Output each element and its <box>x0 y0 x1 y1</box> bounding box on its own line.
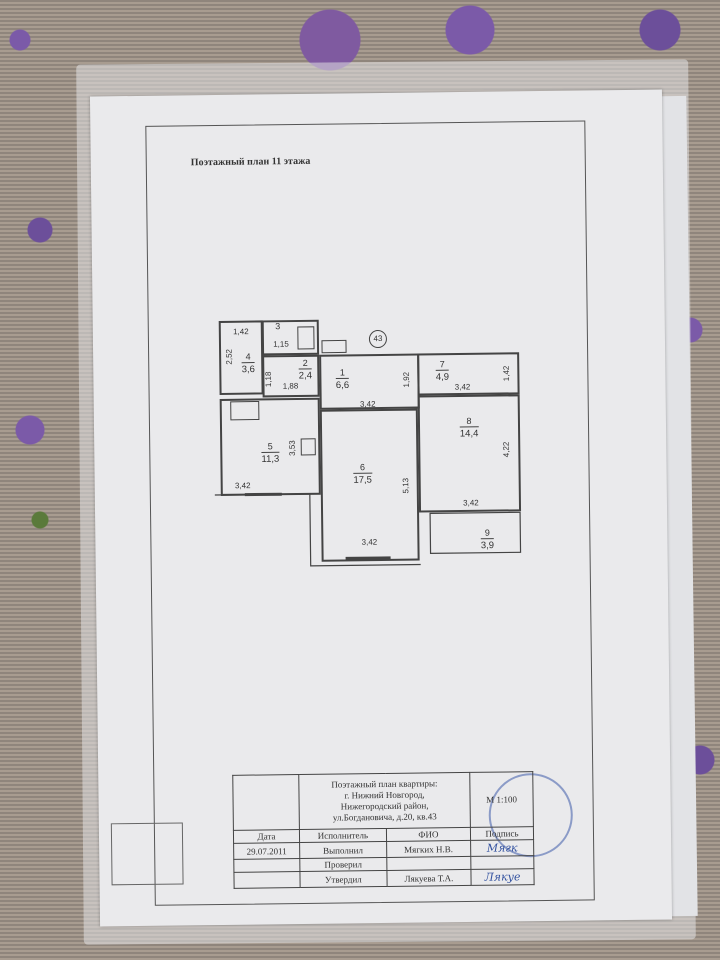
room-8-walls <box>417 394 522 513</box>
row-date <box>233 871 301 889</box>
emblem-logo <box>110 822 184 886</box>
dimension: 1,92 <box>401 371 412 388</box>
room-1-number: 1 <box>339 367 345 378</box>
room-3-area: 1,15 <box>273 339 289 349</box>
dimension: 5,13 <box>401 477 411 494</box>
floor-plan-sheet: Поэтажный план 11 этажа 43 1 6,6 2 2,4 3… <box>89 89 673 927</box>
room-2-walls <box>262 354 320 398</box>
dimension: 3,42 <box>359 399 376 409</box>
room-1-area: 6,6 <box>335 377 350 392</box>
dimension: 2,52 <box>224 349 234 365</box>
header-signature: Подпись <box>470 826 534 841</box>
room-9-number: 9 <box>484 527 490 538</box>
header-date: Дата <box>233 829 300 844</box>
row-role: Утвердил <box>299 870 387 888</box>
title-block-heading: Поэтажный план квартиры: г. Нижний Новго… <box>298 772 471 830</box>
floor-plan-drawing <box>214 319 522 567</box>
dimension: 1,88 <box>282 381 299 391</box>
row-name <box>386 856 471 871</box>
room-8-area: 14,4 <box>459 426 479 440</box>
row-role: Выполнил <box>299 841 387 859</box>
row-signature: Лякуе <box>470 868 535 886</box>
header-name: ФИО <box>386 827 471 842</box>
title-block: Поэтажный план квартиры: г. Нижний Новго… <box>232 771 535 889</box>
dimension: 1,42 <box>501 365 511 382</box>
room-6-number: 6 <box>359 462 366 473</box>
room-3-walls <box>261 319 320 356</box>
room-8-number: 8 <box>466 415 472 426</box>
dimension: 3,42 <box>454 382 471 392</box>
dimension: 4,22 <box>501 441 511 458</box>
dimension: 3,42 <box>234 481 251 491</box>
room-4-area: 3,6 <box>241 362 255 376</box>
row-signature: Мягк <box>470 839 534 857</box>
room-7-area: 4,9 <box>435 369 450 383</box>
room-7-number: 7 <box>439 359 445 370</box>
dimension: 1,18 <box>263 371 274 388</box>
apartment-marker: 43 <box>368 329 388 349</box>
header-role: Исполнитель <box>299 828 387 843</box>
row-name: Мягких Н.В. <box>386 840 471 858</box>
room-9-area: 3,9 <box>480 538 495 552</box>
room-7-walls <box>417 352 520 396</box>
room-3-number: 3 <box>275 321 281 332</box>
dimension: 1,42 <box>232 327 249 337</box>
dimension: 3,42 <box>361 537 378 547</box>
scale: М 1:100 <box>469 771 534 828</box>
room-6-area: 17,5 <box>353 472 372 486</box>
room-4-number: 4 <box>245 351 251 362</box>
row-role: Проверил <box>299 857 387 872</box>
table-row: Утвердил Лякуева Т.А. Лякуе <box>233 868 535 889</box>
heading-line: ул.Богдановича, д.20, кв.43 <box>332 811 437 823</box>
row-date: 29.07.2011 <box>233 842 300 860</box>
room-6-walls <box>319 408 420 562</box>
row-date <box>233 858 300 873</box>
room-2-area: 2,4 <box>298 368 313 382</box>
room-9-walls <box>429 511 522 555</box>
dimension: 3,42 <box>463 498 479 508</box>
row-signature <box>470 855 534 870</box>
room-5-area: 11,3 <box>261 451 280 465</box>
dimension: 3,53 <box>287 440 297 456</box>
room-5-number: 5 <box>267 441 273 452</box>
row-name: Лякуева Т.А. <box>386 869 472 887</box>
room-2-number: 2 <box>302 357 308 368</box>
